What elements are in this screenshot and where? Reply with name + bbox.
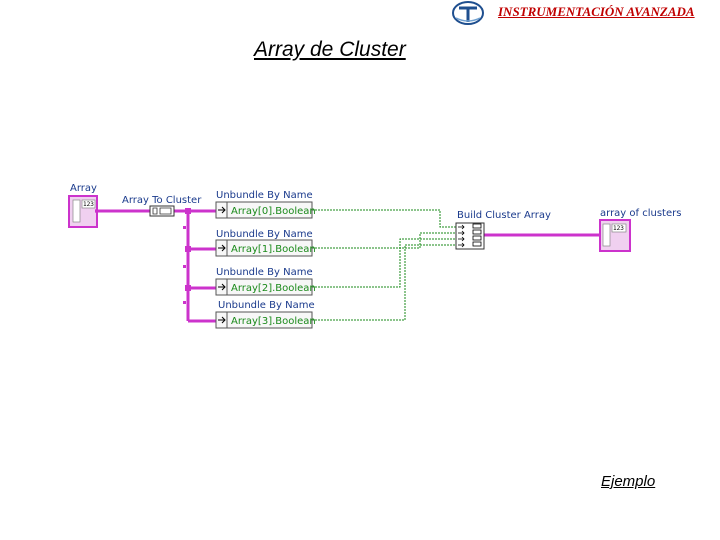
array-of-clusters-terminal[interactable]: 123 — [599, 219, 631, 252]
unbundle-element-3: Array[3].Boolean — [231, 316, 316, 327]
cluster-wires — [97, 209, 601, 323]
example-link[interactable]: Ejemplo — [601, 473, 656, 490]
unbundle-node-2[interactable]: Unbundle By Name Array[2].Boolean — [215, 267, 316, 296]
unbundle-element-0: Array[0].Boolean — [231, 206, 316, 217]
output-terminal-label: array of clusters — [600, 208, 681, 219]
unbundle-label-2: Unbundle By Name — [216, 267, 313, 278]
unbundle-label-1: Unbundle By Name — [216, 229, 313, 240]
build-cluster-array-label: Build Cluster Array — [457, 210, 551, 221]
unbundle-element-1: Array[1].Boolean — [231, 244, 316, 255]
unbundle-label-0: Unbundle By Name — [216, 190, 313, 201]
course-title: INSTRUMENTACIÓN AVANZADA — [498, 4, 695, 19]
unbundle-node-3[interactable]: Unbundle By Name Array[3].Boolean — [215, 300, 316, 329]
unbundle-element-2: Array[2].Boolean — [231, 283, 316, 294]
unbundle-label-3: Unbundle By Name — [218, 300, 315, 311]
build-cluster-array-node[interactable] — [455, 222, 485, 250]
input-terminal-label: Array — [70, 183, 97, 194]
type-badge-input: 123 — [83, 201, 94, 208]
boolean-wires — [312, 209, 456, 321]
array-to-cluster-node[interactable] — [149, 205, 175, 217]
institution-logo-icon — [450, 0, 486, 26]
array-to-cluster-label: Array To Cluster — [122, 195, 202, 206]
type-badge-output: 123 — [613, 225, 624, 232]
unbundle-node-0[interactable]: Unbundle By Name Array[0].Boolean — [215, 190, 316, 219]
unbundle-node-1[interactable]: Unbundle By Name Array[1].Boolean — [215, 229, 316, 257]
array-input-terminal[interactable]: 123 — [68, 195, 98, 228]
slide-title: Array de Cluster — [254, 38, 406, 61]
